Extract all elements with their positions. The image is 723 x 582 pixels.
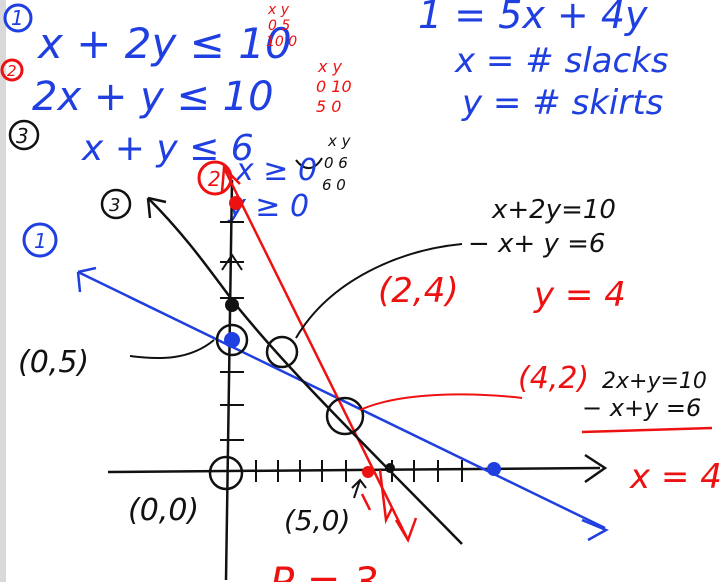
work-2-4-result: y = 4 [533,275,626,315]
constraint-2-marker: 2 [7,62,17,80]
constraint-2-table-row: 5 0 [316,97,341,116]
intercept-points [224,196,501,478]
x-axis [107,466,601,474]
work-4-2-result: x = 4 [629,457,722,497]
constraint-1-circle-icon [3,3,33,33]
nonneg-x-text: x ≥ 0 [235,153,317,188]
work-2-4-eq2: − x+ y =6 [468,229,605,259]
constraint-3-text: x + y ≤ 6 [81,128,254,169]
vertex-5-0-label: (5,0) [284,504,350,537]
y-definition: y = # skirts [461,83,663,123]
constraint-3-line-arrow [146,196,167,219]
constraint-2-group: 2 2x + y ≤ 10 x y 0 10 5 0 [0,57,352,120]
line-1-label-circle-icon [22,222,58,258]
constraint-3-table-row: 6 0 [322,176,346,194]
objective-group: 1 = 5x + 4y x = # slacks y = # skirts [418,0,669,123]
constraint-1-table-row: 0 5 [268,18,290,34]
y-axis [224,179,234,581]
vertex-4-2-connector [359,393,523,411]
point-black-y-intercept [225,298,239,312]
x-definition: x = # slacks [454,41,669,81]
work-4-2-underline [581,426,713,434]
vertices: (0,0) (0,5) (5,0) (2,4) (4,2) [18,243,589,537]
constraint-3-table-connector [295,157,323,169]
y-axis-arrowhead [221,253,243,271]
constraint-1-line [77,270,606,530]
point-blue-x-intercept [487,462,501,476]
work-2-4-group: x+2y=10 − x+ y =6 y = 4 [468,195,626,315]
work-4-2-group: 2x+y=10 − x+y =6 x = 4 [581,369,722,497]
objective-fragment: 1 = 5x + 4y [418,0,648,37]
line-2-label-circle-icon [197,160,233,196]
constraint-2-circle-icon [0,58,24,82]
vertex-5-0-pointer [351,478,367,499]
constraint-1-group: 1 x + 2y ≤ 10 x y 0 5 10 0 [3,2,297,68]
point-blue-y-intercept [224,332,240,348]
work-4-2-eq1: 2x+y=10 [602,369,707,394]
constraint-3-group: 3 x + y ≤ 6 x y 0 6 6 0 [8,119,352,194]
constraint-2-line-arrowhead-top [220,165,241,193]
constraint-2-line-scribble [360,469,394,525]
constraint-3-circle-icon [8,119,40,151]
point-red-y-intercept [229,196,243,210]
vertex-4-2-label: (4,2) [518,361,589,396]
vertex-0-5-label: (0,5) [18,345,89,380]
constraint-1-marker: 1 [11,6,24,30]
canvas-left-border [0,0,6,582]
graph-axes [107,179,608,581]
line-3-label-circle-icon [100,188,132,220]
vertex-0-5-connector [129,339,215,360]
constraint-1-text: x + 2y ≤ 10 [36,19,292,68]
vertex-4-2-circle [325,396,365,436]
constraint-3-table-row: 0 6 [324,154,348,172]
vertex-0-5-circle [215,323,249,357]
constraint-3-marker: 3 [16,124,29,148]
point-red-x-intercept [362,466,374,478]
work-4-2-eq2: − x+y =6 [582,394,701,422]
x-axis-arrowhead [584,453,608,484]
constraint-2-line-arrowhead-bottom [394,517,418,543]
constraint-2-table-row: 0 10 [316,77,352,96]
vertex-2-4-connector [295,243,463,339]
line-2-label: 2 [208,167,221,191]
constraint-2-text: 2x + y ≤ 10 [32,74,274,120]
point-black-x-intercept [385,463,395,473]
constraint-lines [76,165,609,545]
constraint-2-line [222,167,410,541]
line-3-label: 3 [109,195,120,216]
work-2-4-eq1: x+2y=10 [491,195,616,225]
vertex-origin-circle [208,455,244,491]
nonnegativity-group: x ≥ 0 y ≥ 0 [227,153,317,224]
line-1-label: 1 [34,229,47,253]
constraint-2-table-header: x y [317,57,343,76]
constraint-1-table-header: x y [267,2,290,18]
constraint-1-table-row: 10 0 [266,34,297,50]
x-axis-ticks [255,460,463,482]
line-labels: 1 2 3 [22,160,233,258]
constraint-1-line-arrowhead [581,518,609,542]
vertex-2-4-label: (2,4) [378,271,459,311]
constraint-1-line-arrow [76,266,97,293]
vertex-2-4-circle [265,335,299,369]
constraint-3-table-header: x y [327,132,352,150]
vertex-origin-label: (0,0) [128,493,199,528]
profit-partial-text: P = 3 [270,560,379,582]
